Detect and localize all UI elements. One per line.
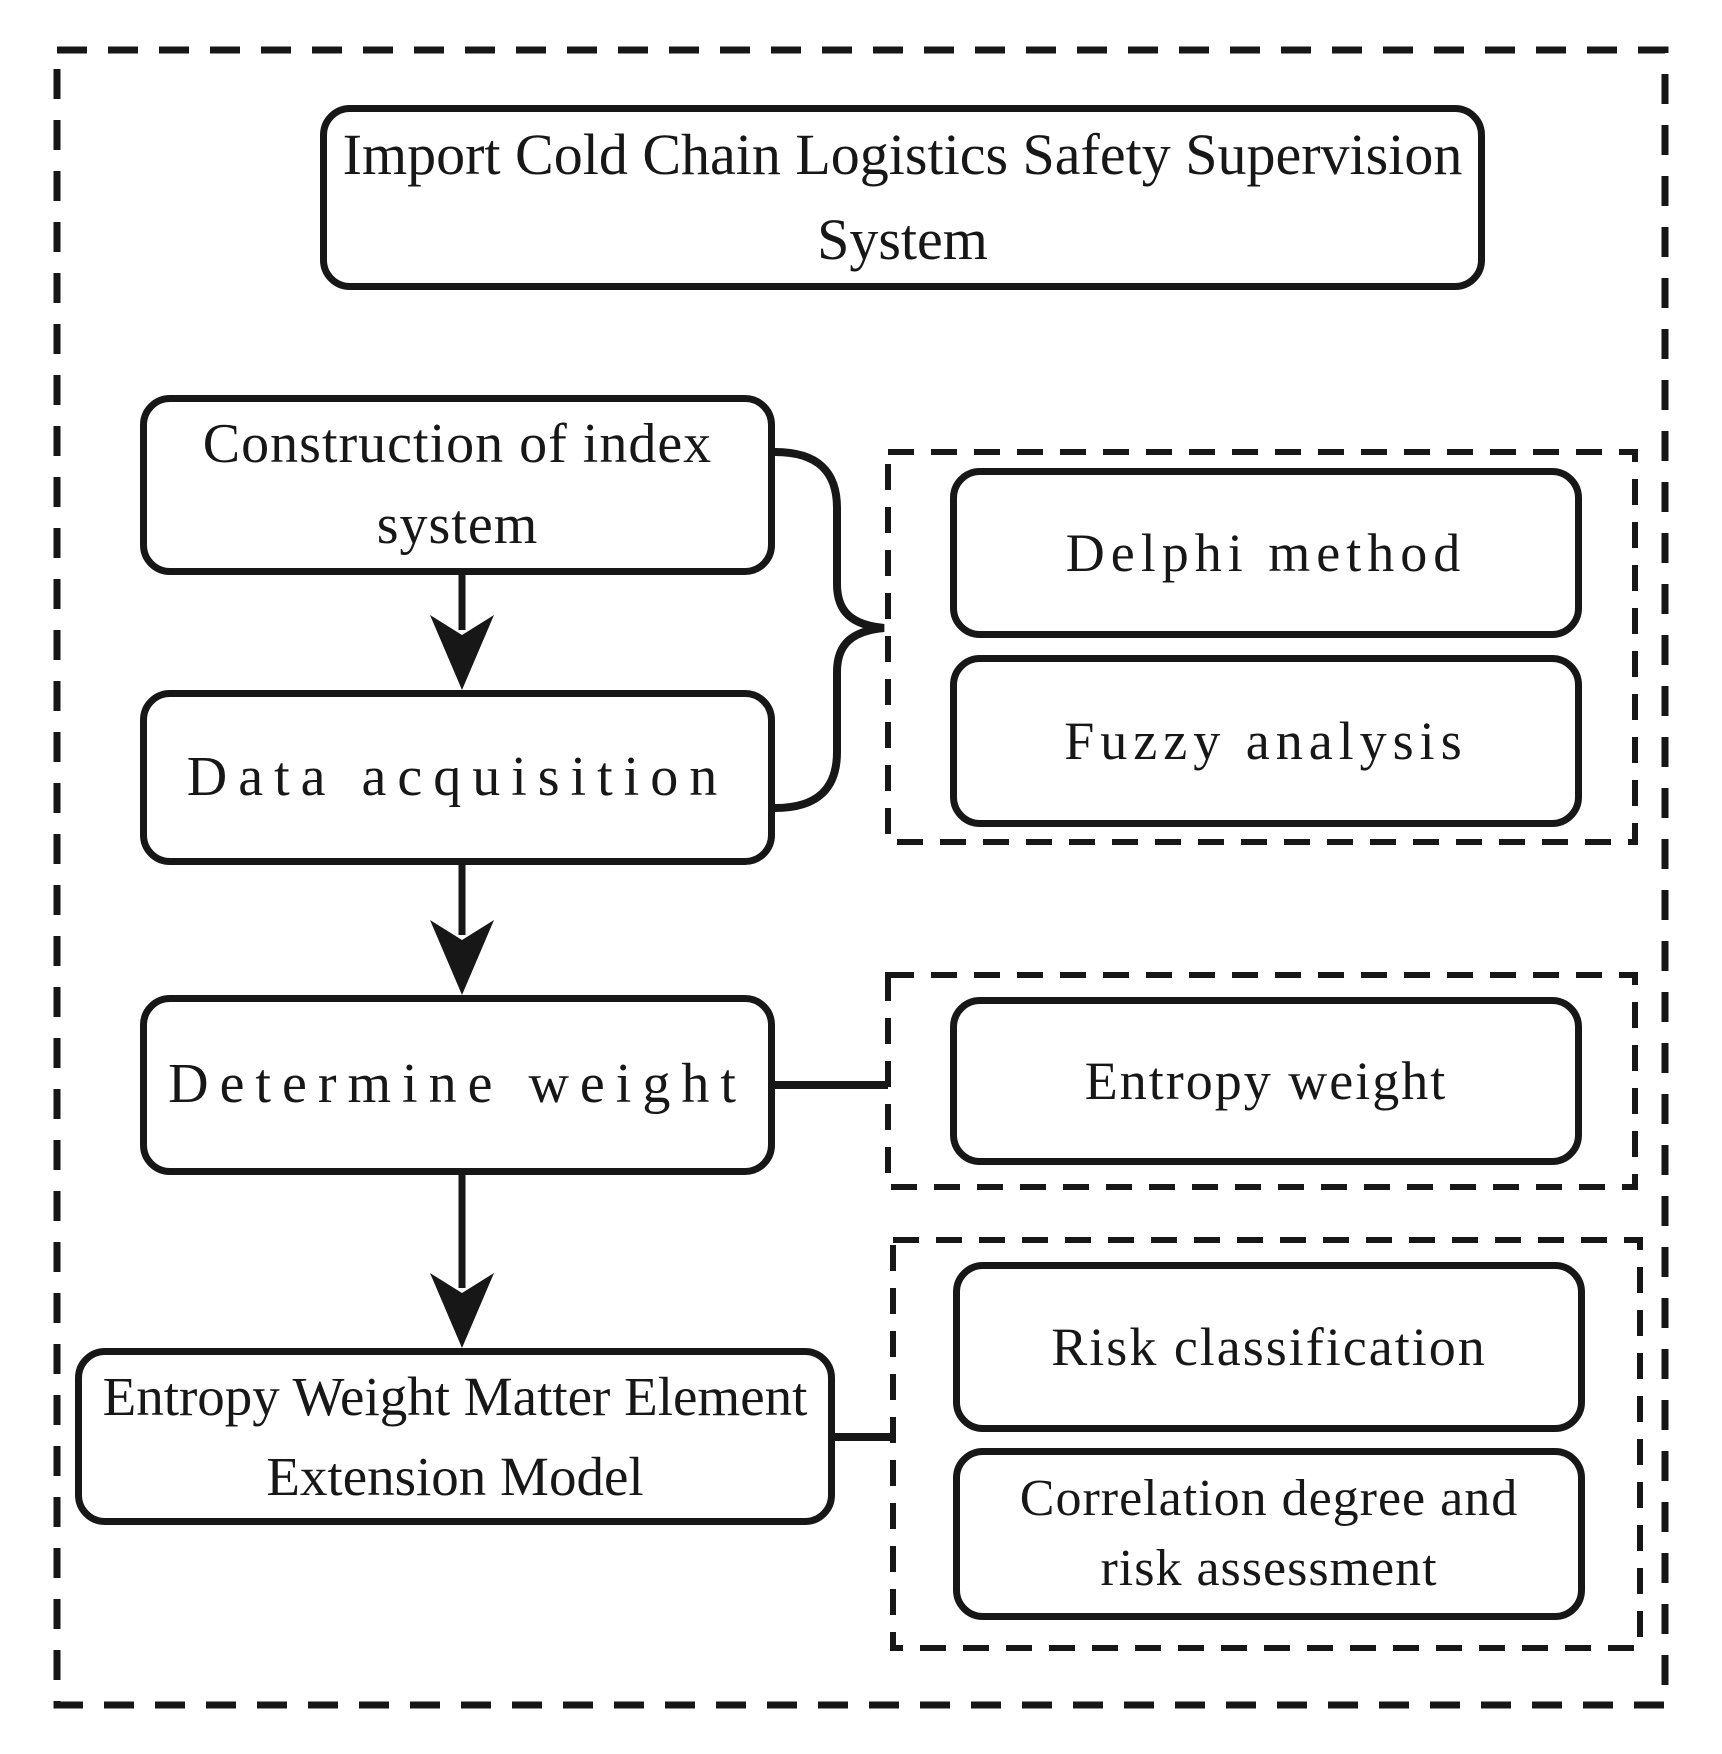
flow-arrow-1	[430, 575, 494, 690]
method-group-1-border	[885, 449, 1638, 845]
flow-node-label: Data acquisition	[186, 745, 729, 808]
brace-connector	[774, 448, 885, 812]
flow-node-label: Determine weight	[168, 1053, 747, 1116]
method-node-label: Delphi method	[1065, 522, 1467, 583]
method-node-label: Risk classification	[1051, 1316, 1487, 1377]
flow-arrow-2	[430, 865, 494, 995]
method-group-3-border	[890, 1237, 1643, 1651]
flow-node-construction-of-index-system: Construction of index system	[140, 395, 775, 575]
flow-node-label: Construction of index system	[202, 412, 713, 556]
method-node-risk-classification: Risk classification	[953, 1262, 1585, 1432]
method-node-entropy-weight: Entropy weight	[950, 997, 1582, 1165]
flow-node-label: Entropy Weight Matter Element Extension …	[102, 1365, 808, 1507]
flow-node-entropy-weight-matter-element-extension-model: Entropy Weight Matter Element Extension …	[75, 1348, 835, 1525]
method-node-correlation-degree-and-risk-assessment: Correlation degree and risk assessment	[953, 1448, 1585, 1620]
method-node-label: Entropy weight	[1084, 1050, 1448, 1111]
method-node-label: Correlation degree and risk assessment	[1019, 1469, 1519, 1597]
method-node-label: Fuzzy analysis	[1064, 710, 1468, 771]
diagram-title: Import Cold Chain Logistics Safety Super…	[342, 122, 1463, 272]
method-node-fuzzy-analysis: Fuzzy analysis	[950, 655, 1582, 827]
method-node-delphi-method: Delphi method	[950, 468, 1582, 638]
flow-node-determine-weight: Determine weight	[140, 995, 775, 1175]
flow-arrow-3	[430, 1175, 494, 1348]
flow-node-data-acquisition: Data acquisition	[140, 690, 775, 865]
title-box: Import Cold Chain Logistics Safety Super…	[320, 105, 1485, 290]
